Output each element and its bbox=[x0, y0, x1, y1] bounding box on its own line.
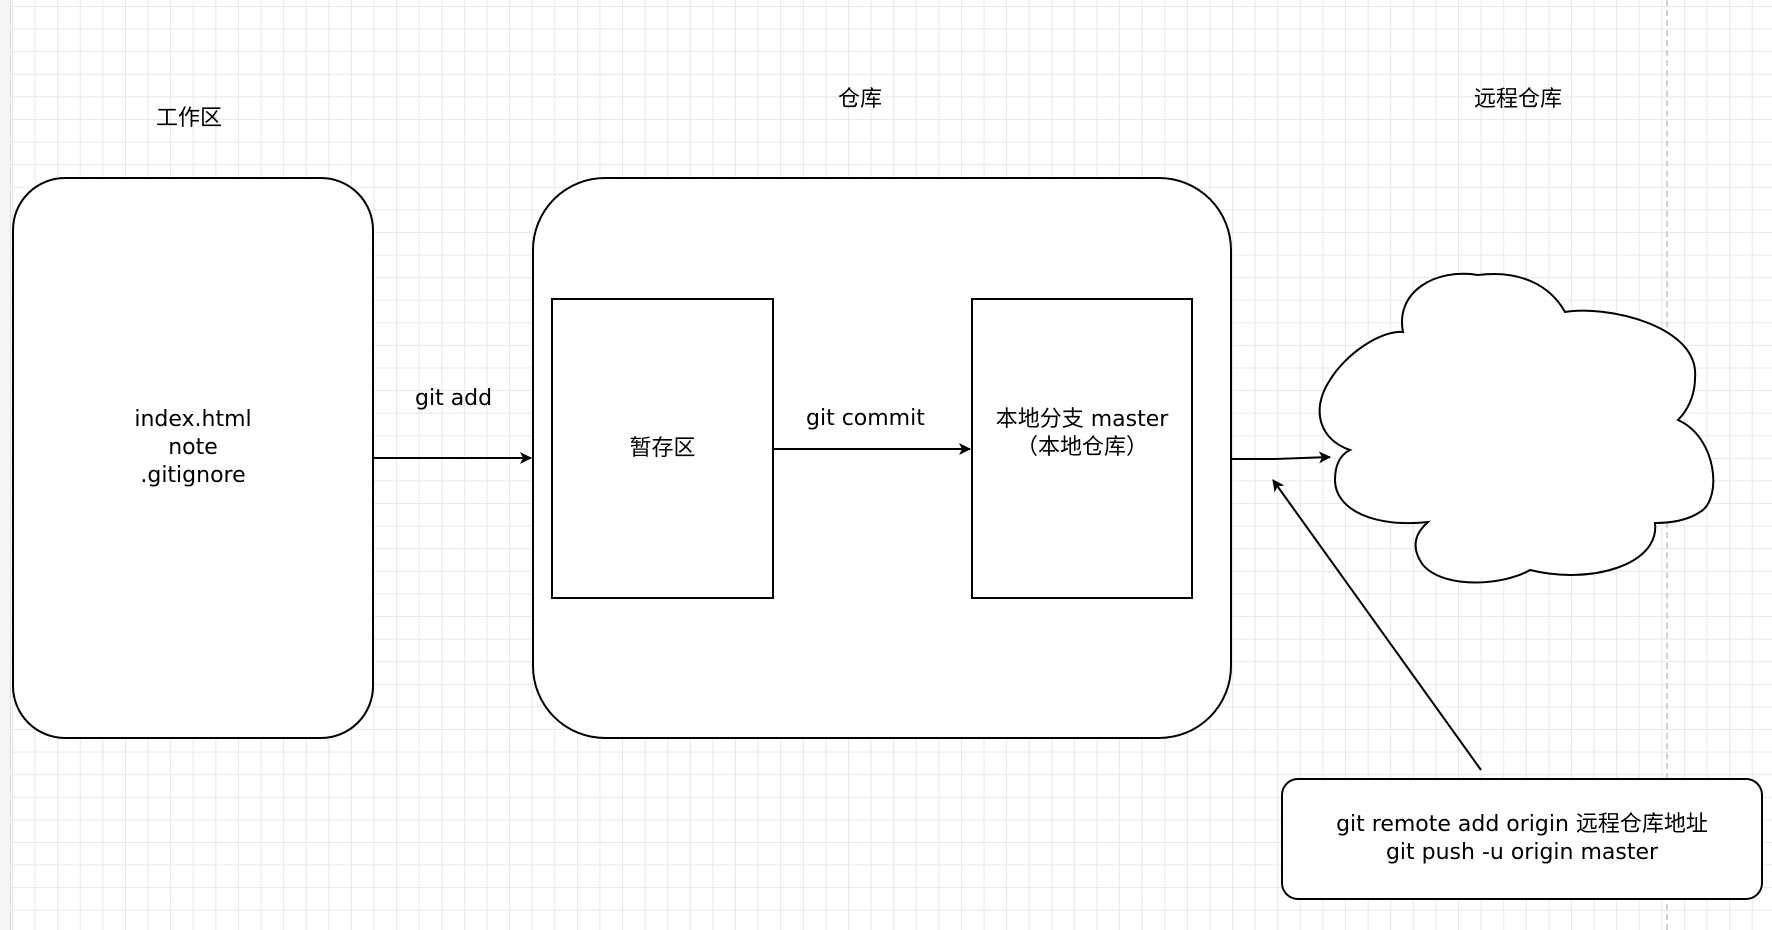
git-commit-label: git commit bbox=[806, 406, 925, 431]
cloud-icon[interactable] bbox=[1318, 272, 1715, 584]
workspace-title: 工作区 bbox=[156, 106, 223, 131]
staging-area-text: 暂存区 bbox=[629, 435, 696, 461]
workspace-file: note bbox=[168, 435, 218, 460]
push-arrow[interactable] bbox=[1231, 451, 1331, 464]
staging-area-box[interactable] bbox=[551, 298, 774, 599]
push-command: git push -u origin master bbox=[1385, 840, 1659, 865]
local-branch-name: 本地分支 master bbox=[995, 406, 1169, 432]
git-add-label: git add bbox=[415, 386, 493, 411]
workspace-file: index.html bbox=[134, 407, 252, 432]
remote-command-box[interactable] bbox=[1281, 778, 1763, 900]
staging-area-label: 暂存区 bbox=[552, 299, 773, 598]
remote-add-command: git remote add origin 远程仓库地址 bbox=[1336, 812, 1708, 837]
remote-repository-title: 远程仓库 bbox=[1474, 87, 1563, 112]
workspace-file-list: index.html note .gitignore bbox=[13, 178, 373, 738]
repository-title: 仓库 bbox=[838, 87, 883, 112]
local-branch-box[interactable] bbox=[971, 298, 1193, 599]
left-gutter bbox=[0, 0, 11, 930]
remote-command-text: git remote add origin 远程仓库地址 git push -u… bbox=[1282, 779, 1762, 899]
workspace-file: .gitignore bbox=[140, 463, 246, 488]
local-branch-subtitle: （本地仓库） bbox=[1015, 434, 1148, 460]
note-connector-arrow[interactable] bbox=[1272, 479, 1482, 771]
local-branch-label: 本地分支 master （本地仓库） bbox=[972, 299, 1192, 598]
